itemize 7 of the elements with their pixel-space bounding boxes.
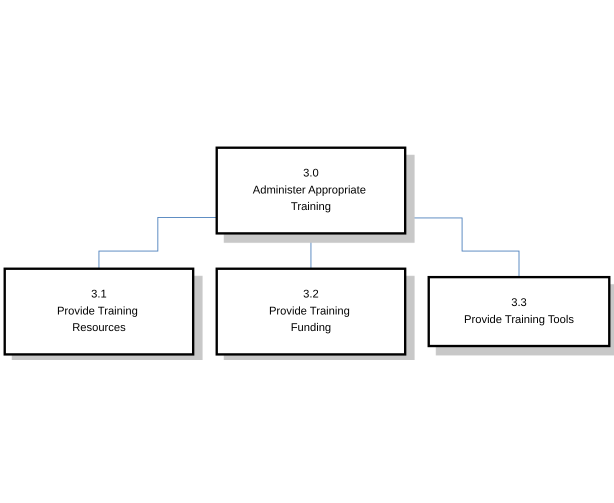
node-box: 3.3 Provide Training Tools <box>428 276 610 348</box>
node-box: 3.0 Administer Appropriate Training <box>216 146 406 236</box>
node-box: 3.2 Provide Training Funding <box>216 268 406 356</box>
node-box: 3.1 Provide Training Resources <box>4 268 194 356</box>
connector <box>404 218 520 278</box>
connector <box>98 217 218 270</box>
connector <box>310 233 312 270</box>
